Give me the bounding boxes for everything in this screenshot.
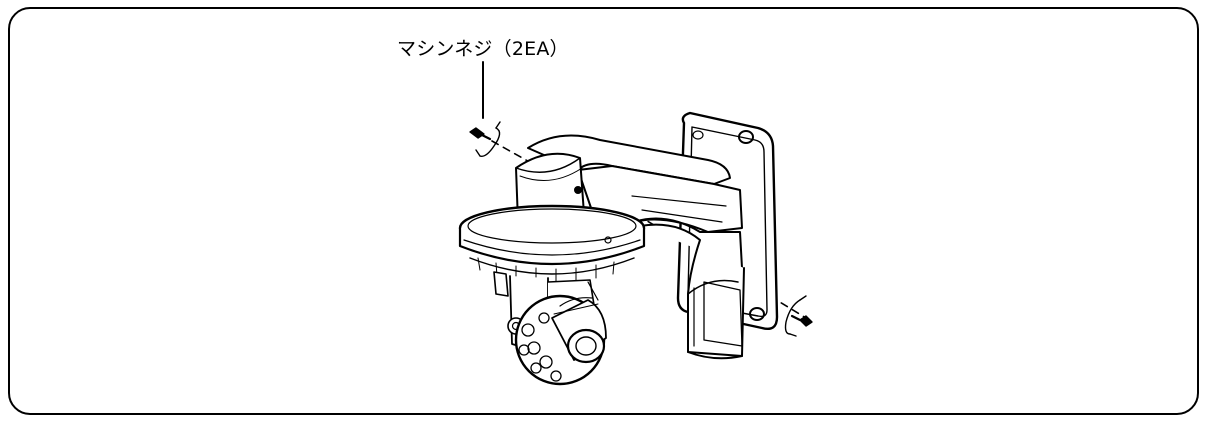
ir-led-array [518, 312, 562, 382]
plate-hole-bottom [749, 307, 765, 321]
camera-ball [514, 294, 607, 386]
lens [566, 328, 606, 364]
screw-left-icon [469, 121, 501, 157]
camera-housing [458, 152, 646, 284]
diagram-frame [8, 7, 1199, 415]
plate-hole-top [738, 130, 754, 144]
housing-screw-hole [574, 186, 582, 194]
screw-right-icon [784, 295, 813, 337]
screw-callout-label: マシンネジ（2EA） [397, 38, 569, 60]
